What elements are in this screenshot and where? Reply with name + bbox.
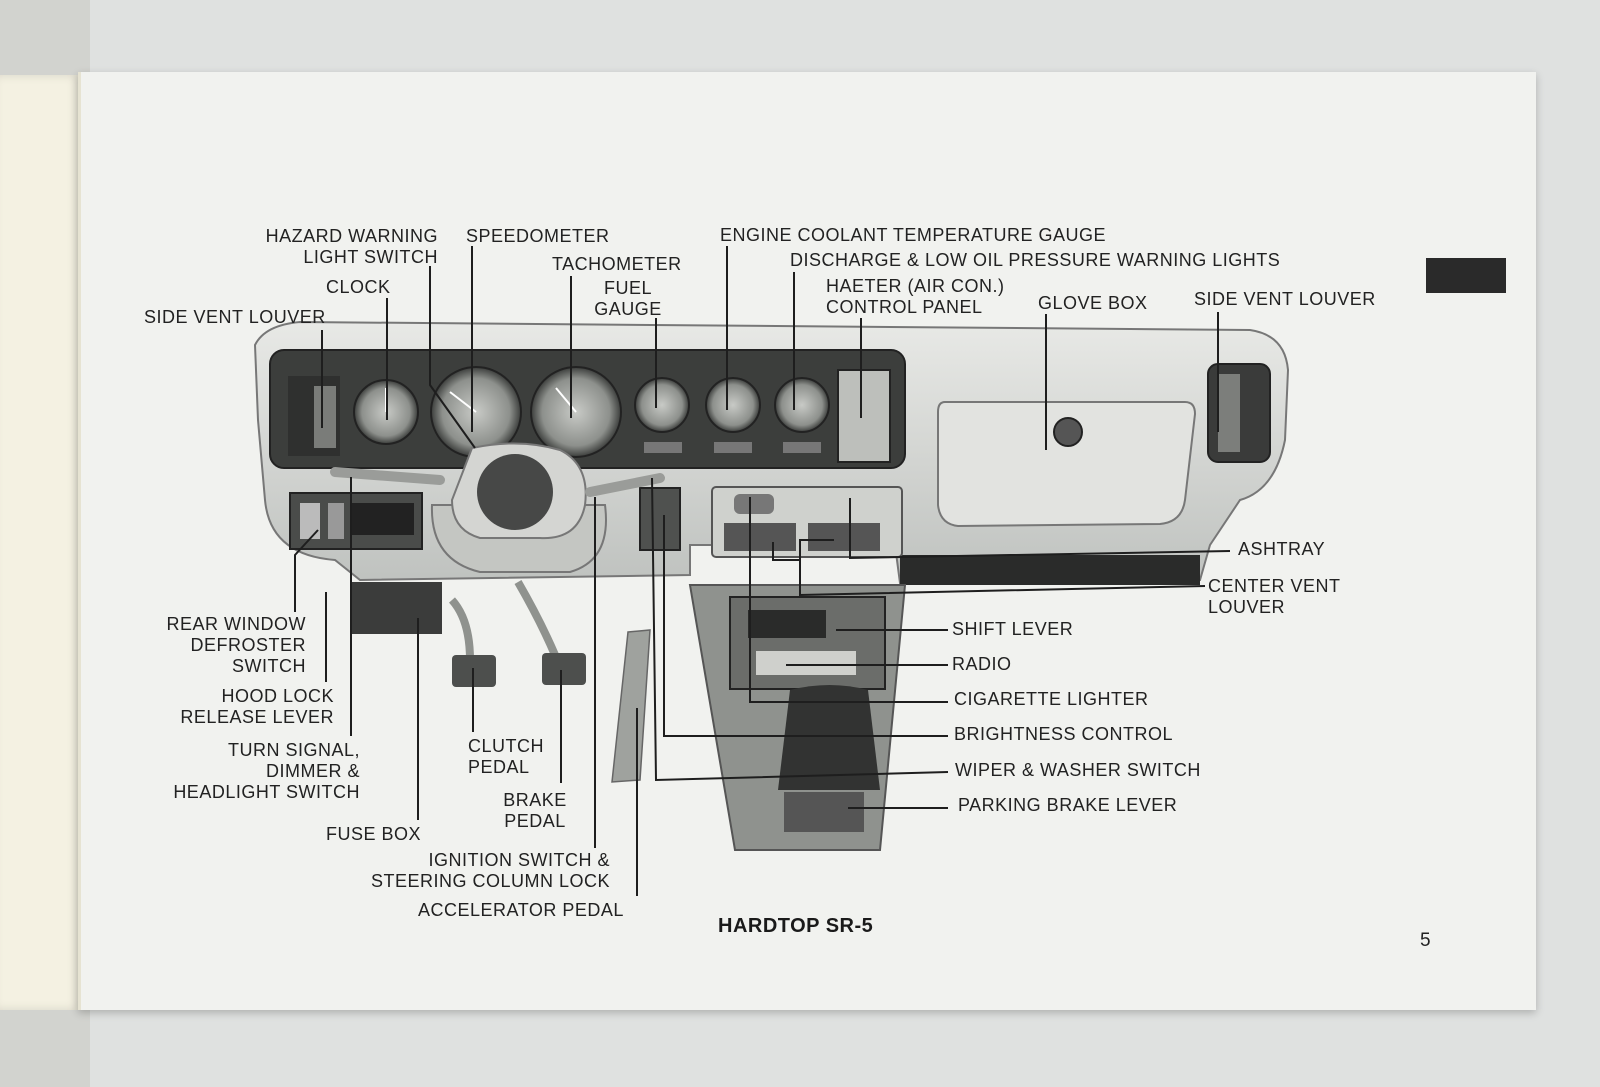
label-fuse-box: FUSE BOX (326, 824, 422, 844)
leader-lines (294, 246, 1231, 896)
label-hazard-warning: HAZARD WARNING LIGHT SWITCH (265, 226, 438, 267)
coolant-gauge (705, 377, 761, 453)
label-speedometer: SPEEDOMETER (466, 226, 610, 246)
section-tab (1426, 258, 1506, 293)
warning-lights-gauge (774, 377, 830, 453)
label-center-vent: CENTER VENT LOUVER (1208, 576, 1341, 617)
label-cigarette-lighter: CIGARETTE LIGHTER (954, 689, 1149, 709)
label-side-vent-left: SIDE VENT LOUVER (144, 307, 326, 327)
gauges (353, 366, 830, 458)
label-heater-panel: HAETER (AIR CON.) CONTROL PANEL (826, 276, 1005, 317)
label-radio: RADIO (952, 654, 1012, 674)
label-ashtray: ASHTRAY (1238, 539, 1326, 559)
label-engine-coolant: ENGINE COOLANT TEMPERATURE GAUGE (720, 225, 1107, 245)
label-fuel-gauge: FUEL GAUGE (594, 278, 662, 319)
label-accelerator-pedal: ACCELERATOR PEDAL (418, 900, 624, 920)
label-clutch-pedal: CLUTCH PEDAL (468, 736, 545, 777)
fuel-gauge (634, 377, 690, 453)
page-number: 5 (1420, 930, 1431, 951)
label-hood-lock: HOOD LOCK RELEASE LEVER (180, 686, 334, 727)
left-page (0, 75, 82, 1010)
label-parking-brake: PARKING BRAKE LEVER (958, 795, 1178, 815)
label-wiper-washer: WIPER & WASHER SWITCH (955, 760, 1201, 780)
label-brightness-control: BRIGHTNESS CONTROL (954, 724, 1174, 744)
label-clock: CLOCK (326, 277, 391, 297)
label-discharge-warning: DISCHARGE & LOW OIL PRESSURE WARNING LIG… (790, 250, 1281, 270)
label-rear-window-defroster: REAR WINDOW DEFROSTER SWITCH (166, 614, 306, 676)
label-brake-pedal: BRAKE PEDAL (503, 790, 567, 831)
figure-caption: HARDTOP SR-5 (718, 915, 874, 937)
tachometer-gauge (530, 366, 622, 458)
label-shift-lever: SHIFT LEVER (952, 619, 1074, 639)
label-side-vent-right: SIDE VENT LOUVER (1194, 289, 1376, 309)
label-ignition-switch: IGNITION SWITCH & STEERING COLUMN LOCK (370, 850, 610, 891)
steering-wheel (330, 442, 665, 540)
label-tachometer: TACHOMETER (552, 254, 682, 274)
speedometer-gauge (430, 366, 522, 458)
label-glove-box: GLOVE BOX (1038, 293, 1148, 313)
label-turn-signal: TURN SIGNAL, DIMMER & HEADLIGHT SWITCH (173, 740, 360, 802)
